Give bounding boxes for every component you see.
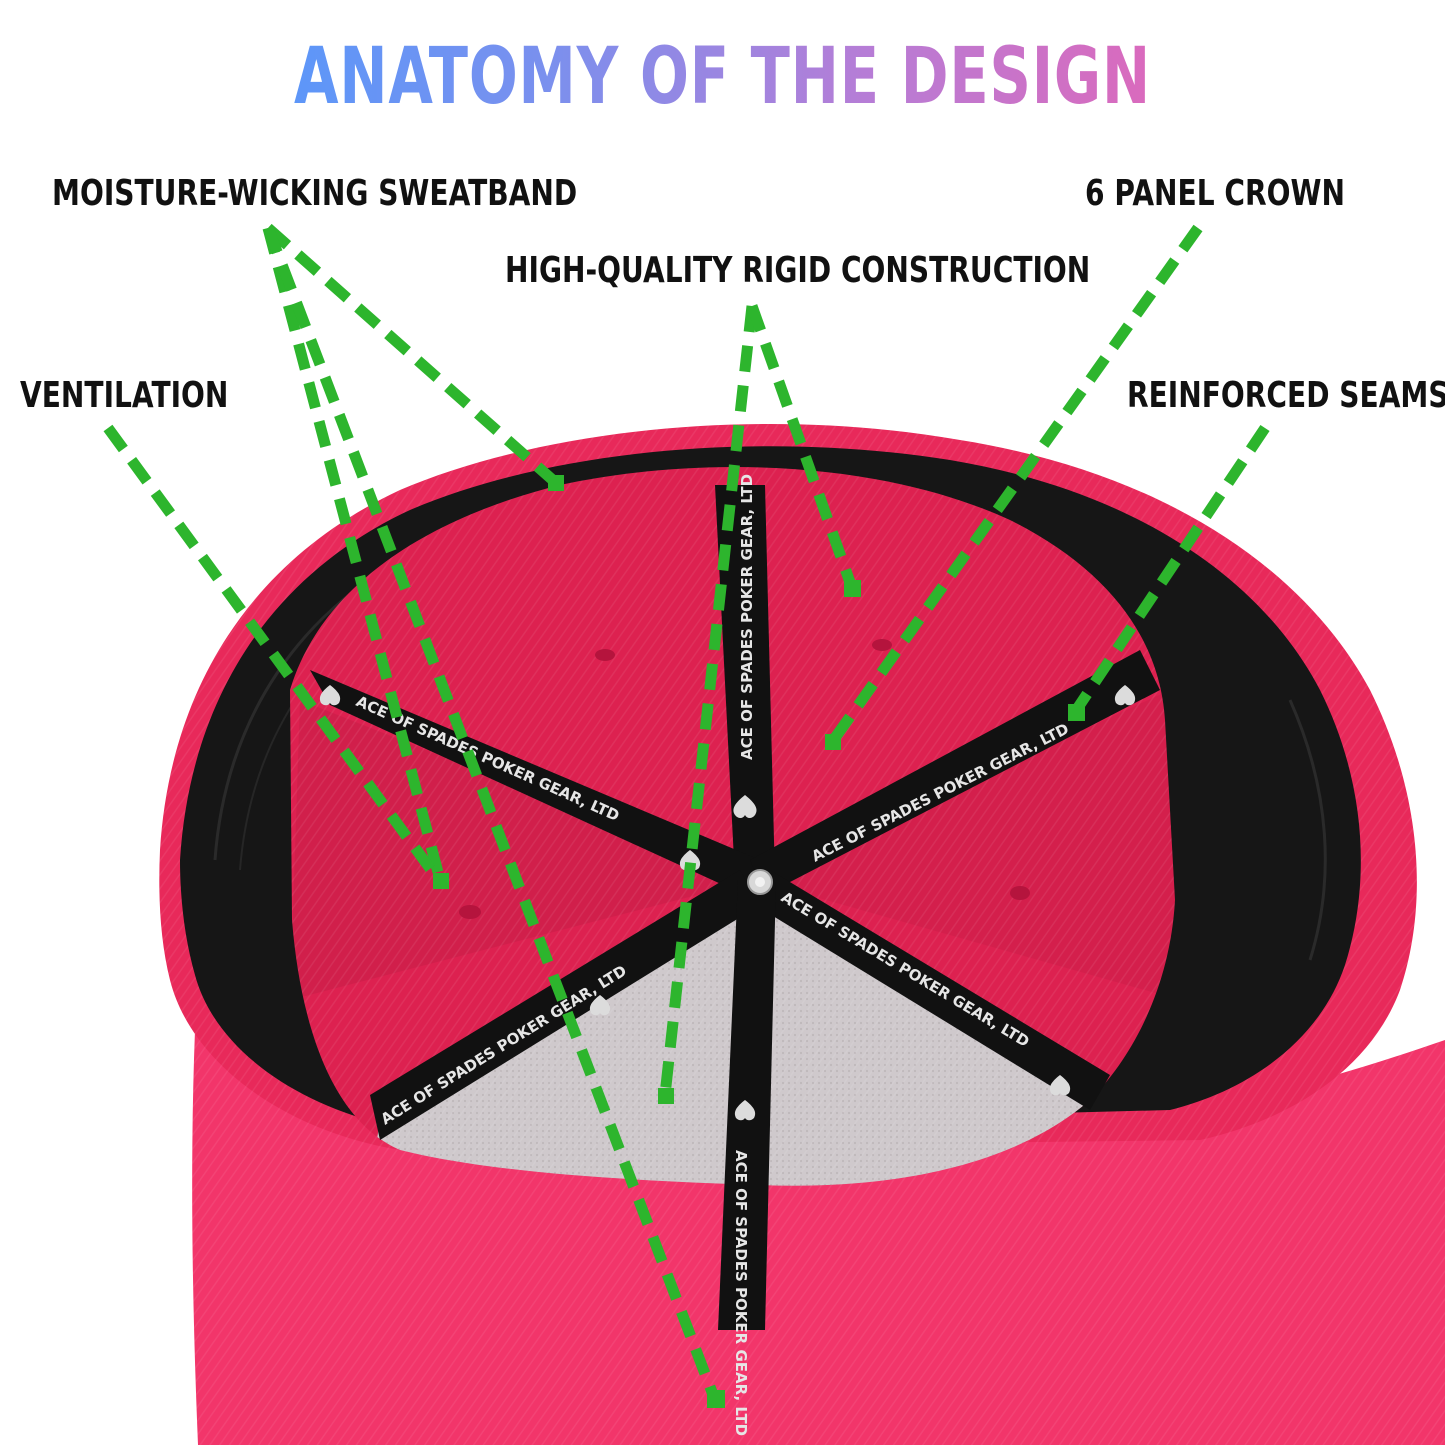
callout-crown: 6 PANEL CROWN <box>1085 173 1345 214</box>
callout-ventilation: VENTILATION <box>20 375 229 416</box>
page-title: ANATOMY OF THE DESIGN <box>130 38 1315 116</box>
callout-sweatband: MOISTURE-WICKING SWEATBAND <box>52 173 578 214</box>
vent-eyelet <box>872 639 892 651</box>
tape-text-top: ACE OF SPADES POKER GEAR, LTD <box>738 474 756 760</box>
callout-seams: REINFORCED SEAMS <box>1127 375 1445 416</box>
spade-logo-icon <box>319 685 1136 1121</box>
vent-eyelet <box>1010 886 1030 900</box>
vent-eyelet <box>595 649 615 661</box>
pointer-endpoints <box>433 475 1085 1408</box>
seam-tapes <box>310 485 1160 1330</box>
vent-eyelet <box>459 905 481 919</box>
tape-text-bottom: ACE OF SPADES POKER GEAR, LTD <box>732 1150 750 1436</box>
callout-construction: HIGH-QUALITY RIGID CONSTRUCTION <box>505 250 1091 291</box>
pointer-lines <box>103 223 1270 1402</box>
